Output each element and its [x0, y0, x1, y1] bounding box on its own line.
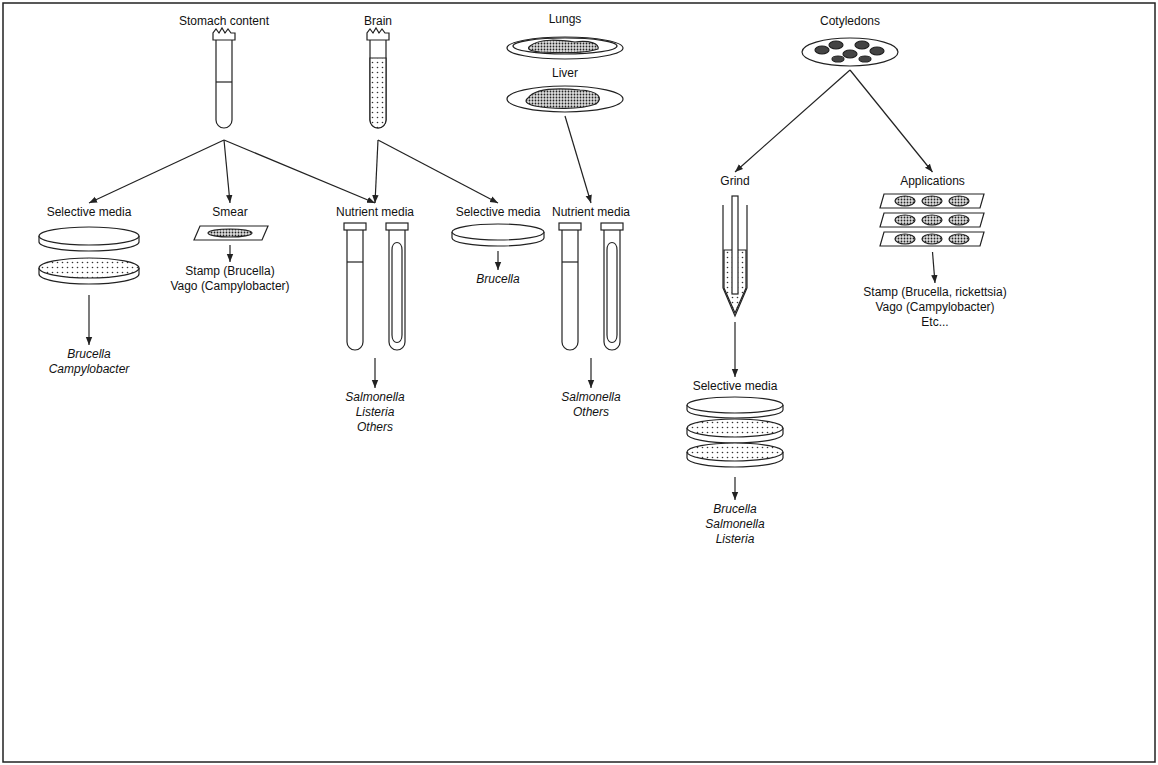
organism-list: Listeria [716, 532, 755, 547]
step-node: Grind [695, 172, 775, 322]
grinding-tube [723, 196, 747, 316]
organism-list: Salmonella [345, 390, 404, 405]
step-label: Lungs [549, 12, 582, 27]
result-node: BrucellaCampylobacter [39, 345, 139, 381]
result-node: Stamp (Brucella)Vago (Campylobacter) [165, 262, 295, 298]
step-node: Applications [875, 172, 990, 252]
flow-arrow [88, 295, 89, 345]
culture-plates [39, 227, 139, 284]
step-node: Brain [340, 12, 416, 140]
organism-list: Etc... [921, 315, 948, 330]
liver-dish [507, 86, 623, 112]
result-node: Brucella [458, 270, 538, 291]
organism-list: Vago (Campylobacter) [170, 279, 289, 294]
step-node: Smear [185, 203, 275, 245]
flow-arrow [734, 322, 735, 377]
step-label: Grind [720, 174, 749, 189]
result-node: Stamp (Brucella, rickettsia)Vago (Campyl… [850, 283, 1020, 335]
flow-arrow [735, 70, 850, 172]
step-label: Smear [212, 205, 247, 220]
organism-list: Campylobacter [49, 362, 130, 377]
step-node: Lungs [500, 10, 630, 62]
nutrient-tubes [344, 223, 408, 350]
frame [3, 3, 1155, 762]
flow-arrow [224, 140, 375, 203]
flow-arrow [374, 358, 375, 388]
step-label: Applications [900, 174, 965, 189]
brain-tube [367, 28, 389, 128]
organism-list: Listeria [356, 405, 395, 420]
organism-list: Brucella [476, 272, 519, 287]
step-label: Stomach content [179, 14, 269, 29]
organism-list: Salmonella [561, 390, 620, 405]
culture-plate [452, 224, 544, 246]
organism-list: Stamp (Brucella, rickettsia) [863, 285, 1006, 300]
flow-arrow [224, 140, 230, 203]
organism-list: Vago (Campylobacter) [875, 300, 994, 315]
organism-list: Stamp (Brucella) [185, 264, 274, 279]
step-label: Nutrient media [552, 205, 630, 220]
organism-list: Brucella [67, 347, 110, 362]
impression-slides [880, 194, 984, 246]
result-node: SalmonellaListeriaOthers [330, 388, 420, 439]
step-label: Brain [364, 14, 392, 29]
lungs-dish [507, 37, 623, 59]
step-node: Selective media [450, 203, 546, 251]
flow-arrow [378, 140, 498, 203]
nutrient-tubes [559, 223, 623, 350]
step-node: Selective media [30, 203, 148, 295]
step-label: Liver [552, 66, 578, 81]
stomach-tube [213, 28, 235, 128]
flow-arrow [375, 140, 378, 203]
cotyledons-dish [802, 38, 898, 66]
flow-arrow [229, 245, 230, 262]
organism-list: Brucella [713, 502, 756, 517]
step-label: Cotyledons [820, 14, 880, 29]
result-node: BrucellaSalmonellaListeria [685, 500, 785, 551]
organism-list: Salmonella [705, 517, 764, 532]
step-label: Selective media [47, 205, 132, 220]
step-label: Selective media [693, 379, 778, 394]
flow-arrow [565, 116, 591, 203]
step-node: Stomach content [172, 12, 276, 140]
step-label: Nutrient media [336, 205, 414, 220]
flow-arrow [933, 252, 936, 283]
organism-list: Others [357, 420, 393, 435]
flow-arrow [850, 70, 933, 172]
step-label: Selective media [456, 205, 541, 220]
result-node: SalmonellaOthers [551, 388, 631, 424]
step-node: Cotyledons [800, 12, 900, 70]
step-node: Nutrient media [547, 203, 636, 358]
flow-arrow [497, 251, 498, 270]
smear-slide [194, 226, 268, 240]
step-node: Selective media [680, 377, 790, 477]
flow-arrow [590, 358, 591, 388]
culture-plates [687, 397, 783, 467]
flow-arrow [734, 477, 735, 500]
step-node: Liver [500, 64, 630, 116]
organism-list: Others [573, 405, 609, 420]
flow-arrow [89, 140, 224, 203]
step-node: Nutrient media [330, 203, 420, 358]
